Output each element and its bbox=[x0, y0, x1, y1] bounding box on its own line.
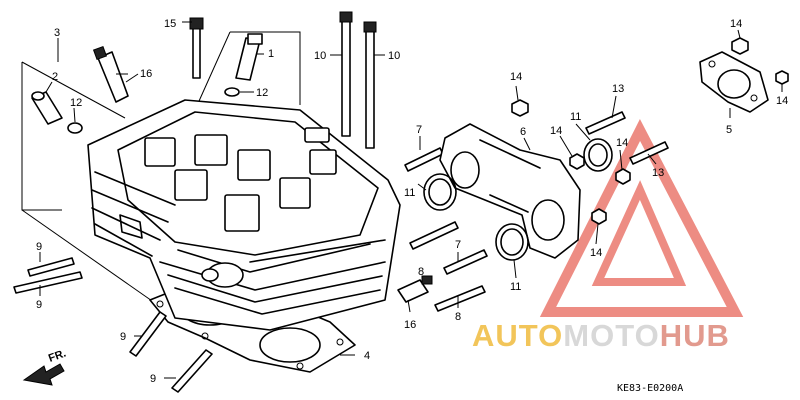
front-arrow-icon bbox=[22, 363, 65, 386]
o-ring-12-left bbox=[67, 122, 83, 134]
watermark-part-auto: AUTO bbox=[472, 318, 564, 353]
label-2: 2 bbox=[52, 71, 58, 83]
label-12-left: 12 bbox=[70, 97, 82, 109]
o-ring-12-right bbox=[224, 87, 240, 97]
label-13-bottom: 13 bbox=[652, 167, 664, 179]
nozzle-2 bbox=[31, 91, 63, 125]
intake-manifold bbox=[439, 123, 581, 259]
label-3: 3 bbox=[54, 27, 60, 39]
label-5: 5 bbox=[726, 124, 732, 136]
label-9-b: 9 bbox=[36, 299, 42, 311]
leader-lines bbox=[39, 21, 783, 379]
label-8-top: 8 bbox=[418, 266, 424, 278]
label-11-a: 11 bbox=[404, 187, 415, 199]
label-12-right: 12 bbox=[256, 87, 268, 99]
spark-plug-16-top bbox=[92, 45, 129, 103]
label-14-e: 14 bbox=[730, 18, 742, 30]
bolt-15 bbox=[189, 17, 204, 79]
group-frame bbox=[21, 31, 301, 311]
label-11-c: 11 bbox=[570, 111, 581, 123]
label-7-bottom: 7 bbox=[455, 239, 461, 251]
front-marker: FR. bbox=[47, 347, 68, 364]
label-10-left: 10 bbox=[314, 50, 326, 62]
watermark-text: AUTOMOTOHUB bbox=[472, 318, 730, 354]
watermark-part-hub: HUB bbox=[659, 318, 730, 353]
label-13-top: 13 bbox=[612, 83, 624, 95]
label-14-b: 14 bbox=[550, 125, 562, 137]
label-16-side: 16 bbox=[404, 319, 416, 331]
insulator-plate-5 bbox=[699, 51, 769, 113]
label-14-f: 14 bbox=[776, 95, 788, 107]
label-10-right: 10 bbox=[388, 50, 400, 62]
studs-13 bbox=[585, 111, 669, 165]
label-14-c: 14 bbox=[616, 137, 628, 149]
gaskets-11 bbox=[423, 138, 613, 261]
label-1: 1 bbox=[268, 48, 274, 60]
studs-7-8 bbox=[404, 147, 488, 312]
nuts-14 bbox=[511, 37, 789, 225]
stud-bolts-10 bbox=[339, 11, 377, 149]
label-11-b: 11 bbox=[510, 281, 521, 293]
label-4: 4 bbox=[364, 350, 370, 362]
label-7-top: 7 bbox=[416, 124, 422, 136]
part-labels: 3 15 1 2 12 12 16 10 10 4 5 6 7 7 8 8 9 … bbox=[36, 18, 788, 394]
cylinder-head bbox=[87, 99, 401, 331]
label-14-a: 14 bbox=[510, 71, 522, 83]
label-9-d: 9 bbox=[150, 373, 156, 385]
label-8-bottom: 8 bbox=[455, 311, 461, 323]
drawing-code: KE83-E0200A bbox=[617, 383, 683, 394]
nozzle-1 bbox=[235, 33, 263, 81]
label-14-d: 14 bbox=[590, 247, 602, 259]
watermark-part-moto: MOTO bbox=[563, 318, 660, 353]
label-9-a: 9 bbox=[36, 241, 42, 253]
label-9-c: 9 bbox=[120, 331, 126, 343]
label-6: 6 bbox=[520, 126, 526, 138]
spark-plug-16-side bbox=[397, 275, 433, 303]
label-16-top: 16 bbox=[140, 68, 152, 80]
studs-9 bbox=[13, 257, 213, 393]
label-15: 15 bbox=[164, 18, 176, 30]
